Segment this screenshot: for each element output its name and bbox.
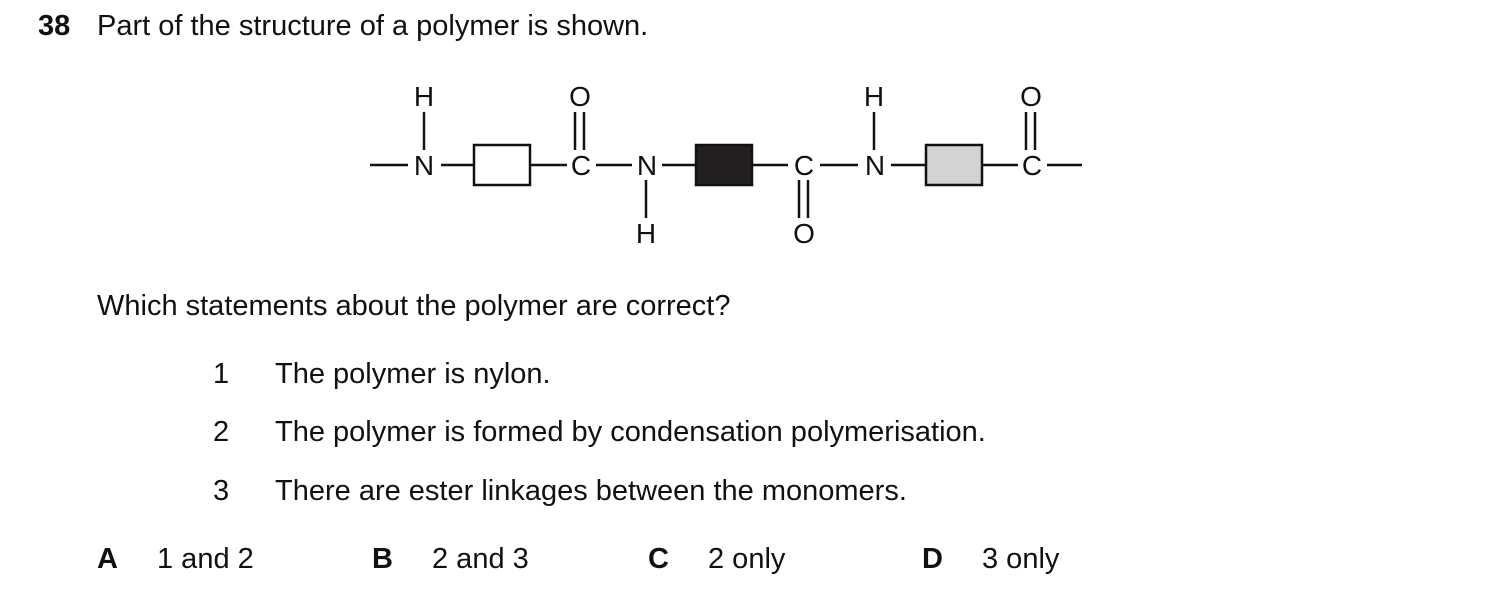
monomer-box-white (472, 143, 532, 187)
monomer-box-black (694, 143, 754, 187)
question-text: Part of the structure of a polymer is sh… (97, 10, 649, 42)
atom-n: N (414, 150, 434, 181)
option-text: 1 and 2 (157, 543, 254, 575)
statement-number: 3 (213, 475, 230, 507)
statement-item: 3 There are ester linkages between the m… (0, 475, 1200, 509)
atom-c: C (571, 150, 591, 181)
option-text: 2 only (708, 543, 786, 575)
answer-option-d[interactable]: D 3 only (922, 543, 1059, 576)
statement-text: The polymer is nylon. (275, 358, 551, 390)
option-letter: D (922, 543, 943, 575)
statement-text: There are ester linkages between the mon… (275, 475, 907, 507)
statement-number: 2 (213, 416, 230, 448)
option-text: 3 only (982, 543, 1060, 575)
answer-option-c[interactable]: C 2 only (648, 543, 785, 576)
atom-o: O (793, 218, 815, 249)
option-letter: B (372, 543, 393, 575)
atom-c: C (1022, 150, 1042, 181)
atom-o: O (1020, 81, 1042, 112)
atom-h: H (414, 81, 434, 112)
statement-item: 1 The polymer is nylon. (0, 358, 1200, 392)
option-letter: C (648, 543, 669, 575)
question-number: 38 (38, 10, 71, 42)
answer-option-b[interactable]: B 2 and 3 (372, 543, 529, 576)
option-text: 2 and 3 (432, 543, 529, 575)
statement-number: 1 (213, 358, 230, 390)
question-prompt: Which statements about the polymer are c… (97, 290, 731, 322)
answer-option-a[interactable]: A 1 and 2 (97, 543, 254, 576)
atom-c: C (794, 150, 814, 181)
monomer-box-grey (924, 143, 984, 187)
atom-n: N (865, 150, 885, 181)
atom-h: H (864, 81, 884, 112)
atom-h: H (636, 218, 656, 249)
statement-item: 2 The polymer is formed by condensation … (0, 416, 1200, 450)
atom-n: N (637, 150, 657, 181)
polymer-structure-diagram: H N O C N H C O H N O C (370, 81, 1082, 249)
atom-o: O (569, 81, 591, 112)
option-letter: A (97, 543, 118, 575)
statement-text: The polymer is formed by condensation po… (275, 416, 986, 448)
